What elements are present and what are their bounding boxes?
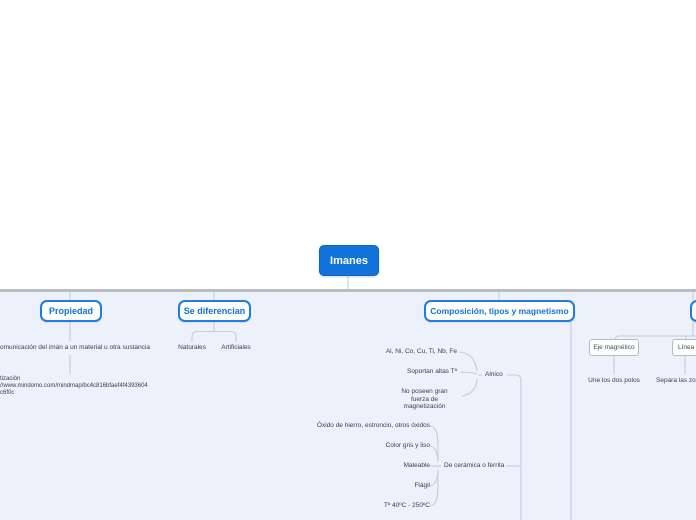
node-ceramica-item[interactable]: Tª 40ºC - 250ºC: [383, 502, 430, 509]
node-ceramica-item[interactable]: Color gris y liso: [385, 442, 430, 449]
node-propiedad-child[interactable]: omunicación del imán a un material u otr…: [0, 344, 150, 351]
link-line-1: tización: [0, 376, 21, 382]
node-composicion[interactable]: Composición, tipos y magnetismo: [424, 300, 575, 322]
link-line-3: c6f0c: [0, 390, 15, 396]
node-alnico-item[interactable]: Al, Ni, Co, Cu, Ti, Nb, Fe: [385, 348, 457, 355]
node-eje-magnetico[interactable]: Eje magnético: [589, 339, 639, 356]
link-line-2: //www.mindomo.com/mindmap/bc4c816bfaef4f…: [0, 383, 148, 389]
node-ceramica-item[interactable]: Óxido de hierro, estroncio, otros óxidos: [316, 422, 430, 429]
node-alnico[interactable]: Alnico: [485, 371, 503, 378]
node-separa-las-zonas[interactable]: Separa las zonas: [656, 377, 696, 384]
node-ceramica[interactable]: De cerámica o ferrita: [444, 462, 505, 469]
node-propiedad[interactable]: Propiedad: [40, 300, 102, 322]
node-right-clipped[interactable]: [690, 300, 696, 322]
node-ceramica-item[interactable]: Maleable: [403, 462, 430, 469]
main-branch-line: [0, 289, 696, 292]
node-naturales[interactable]: Naturales: [178, 344, 206, 351]
node-se-diferencian[interactable]: Se diferencian: [178, 300, 251, 322]
node-linea-neutra[interactable]: Línea neutra: [672, 339, 696, 356]
node-une-los-dos-polos[interactable]: Une los dos polos: [588, 377, 640, 384]
node-imanes[interactable]: Imanes: [319, 245, 379, 276]
node-alnico-item[interactable]: Soportan altas Tª: [407, 368, 457, 375]
canvas-upper-region: [0, 0, 696, 289]
node-propiedad-link[interactable]: tización //www.mindomo.com/mindmap/bc4c8…: [0, 376, 148, 397]
node-alnico-item[interactable]: No poseen gran fuerza de magnetización: [401, 388, 448, 410]
node-ceramica-item[interactable]: Flágil: [414, 482, 430, 489]
node-artificiales[interactable]: Artificiales: [221, 344, 251, 351]
